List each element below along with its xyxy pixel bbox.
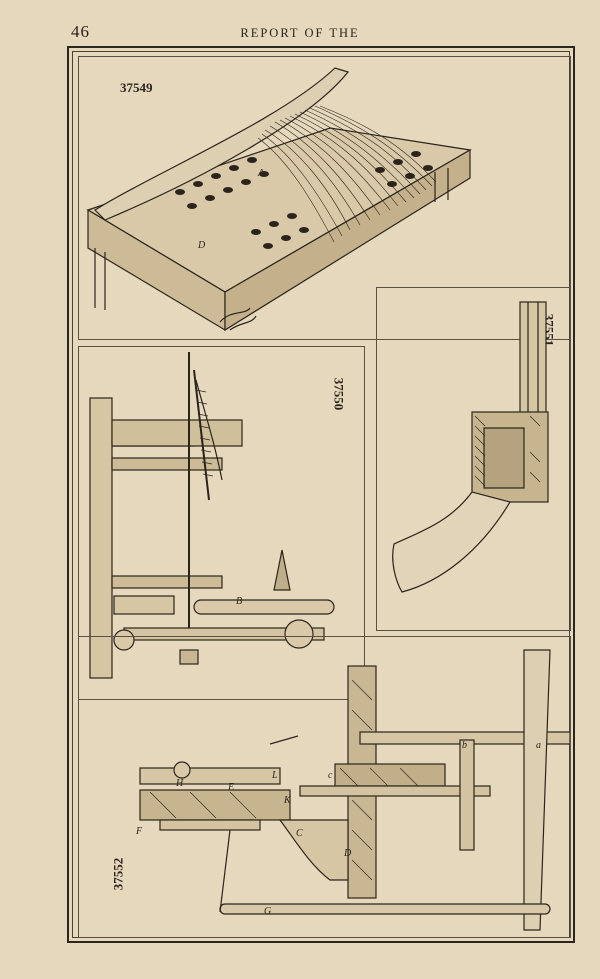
figure-37552-letter-c: C [296, 828, 303, 839]
figure-37551-frame [376, 287, 571, 631]
figure-37552-letter-f: F [136, 826, 143, 837]
figure-37551-illustration [380, 292, 565, 627]
figure-37550-illustration [84, 350, 354, 695]
figure-37549-letter-d: D [198, 240, 206, 251]
figure-37552-letter-l: L [272, 770, 278, 781]
figure-37552-letter-d: D [344, 848, 352, 859]
figure-37549-label: 37549 [120, 80, 153, 95]
figure-37552-letter-c-lower: c [328, 770, 333, 781]
figure-37552-letter-a-lower: a [536, 740, 541, 751]
figure-37550-frame [78, 346, 365, 700]
figure-37549-letter-a: A [258, 168, 265, 179]
figure-37552-letter-k: K [284, 795, 291, 806]
figure-37552-letter-h: H [176, 778, 184, 789]
figure-37552-letter-g: G [264, 906, 272, 917]
page-number: 46 [71, 22, 90, 41]
plate-outer-border [67, 46, 575, 943]
figure-37552-letter-b-lower: b [462, 740, 467, 751]
figure-37550-letter-b: B [236, 596, 243, 607]
figure-37552-illustration [120, 640, 570, 935]
figure-37549-frame [78, 56, 571, 340]
figure-37552-frame [78, 636, 571, 938]
figure-37552-letter-e: E [228, 782, 235, 793]
figure-37549-illustration [80, 60, 480, 340]
running-head: REPORT OF THE [240, 26, 360, 40]
